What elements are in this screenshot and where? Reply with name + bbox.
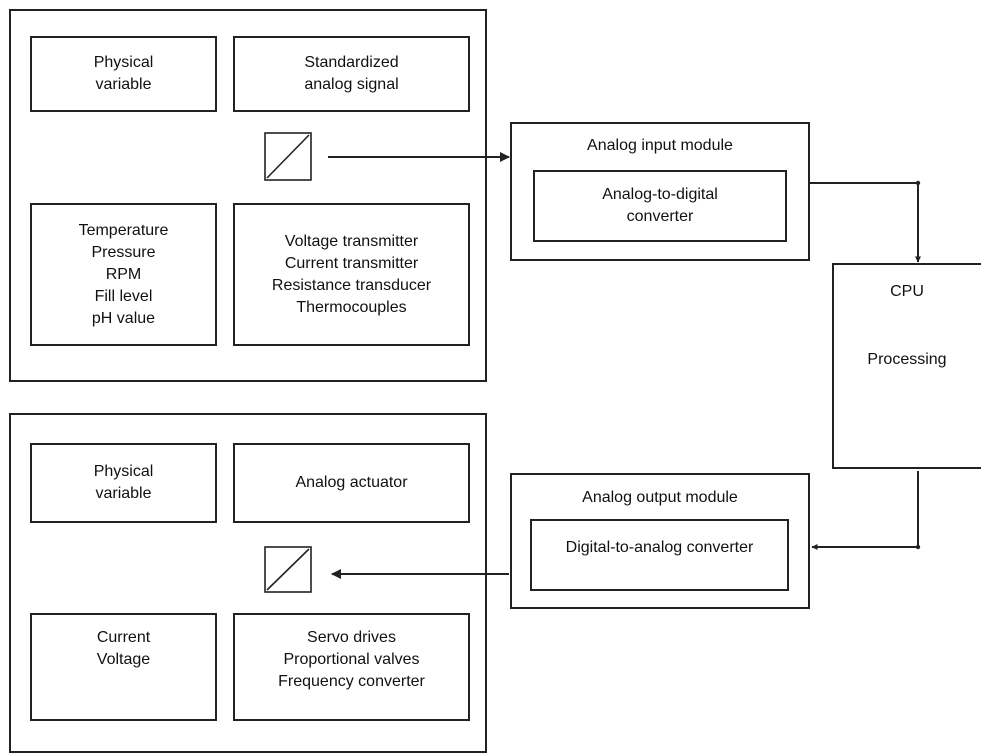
sensor-item: Current transmitter [284, 254, 419, 272]
cpu-title: CPU [890, 283, 924, 300]
signal-type-box: Standardized analog signal [233, 36, 470, 112]
analog-input-module-title: Analog input module [587, 137, 733, 154]
input-variable-item: RPM [105, 265, 142, 283]
connector-cpu-to-output [811, 471, 919, 550]
output-variables-list: Current Voltage [32, 627, 215, 671]
output-variable-item: Current [96, 629, 151, 646]
sensor-item: Voltage transmitter [284, 232, 419, 250]
input-variables-list: Temperature Pressure RPM Fill level pH v… [79, 220, 169, 330]
adc-converter-label: Analog-to-digital converter [602, 186, 718, 225]
dac-converter-label: Digital-to-analog converter [565, 539, 754, 556]
junction-dot [915, 544, 921, 550]
output-physical-variable-box: Physical variable [30, 443, 217, 523]
connector-input-to-cpu [810, 182, 921, 263]
input-variable-item: Pressure [91, 243, 156, 261]
dac-converter-box: Digital-to-analog converter [530, 519, 789, 591]
sensors-list: Voltage transmitter Current transmitter … [272, 231, 431, 319]
junction-dot [915, 180, 921, 186]
actuator-label: Analog actuator [295, 474, 408, 491]
actuator-item: Frequency converter [278, 673, 425, 690]
input-variable-item: pH value [91, 309, 156, 327]
analog-output-module-title: Analog output module [582, 489, 738, 506]
actuator-box: Analog actuator [233, 443, 470, 523]
actuator-item: Servo drives [307, 629, 396, 646]
sensor-item: Thermocouples [296, 298, 407, 316]
input-variables-box: Temperature Pressure RPM Fill level pH v… [30, 203, 217, 346]
input-variable-item: Temperature [78, 221, 169, 239]
signal-type-label: Standardized analog signal [304, 54, 399, 93]
output-variable-item: Voltage [96, 651, 151, 668]
sensor-item: Resistance transducer [271, 276, 432, 294]
output-physical-variable-label: Physical variable [93, 463, 154, 502]
cpu-block: CPU Processing [832, 263, 981, 469]
actuators-box: Servo drives Proportional valves Frequen… [233, 613, 470, 721]
sensors-box: Voltage transmitter Current transmitter … [233, 203, 470, 346]
input-physical-variable-box: Physical variable [30, 36, 217, 112]
cpu-subtitle: Processing [867, 351, 947, 368]
input-physical-variable-label: Physical variable [93, 54, 154, 93]
input-variable-item: Fill level [94, 287, 153, 305]
actuators-list: Servo drives Proportional valves Frequen… [235, 627, 468, 693]
output-variables-box: Current Voltage [30, 613, 217, 721]
actuator-item: Proportional valves [283, 651, 420, 668]
adc-converter-box: Analog-to-digital converter [533, 170, 787, 242]
